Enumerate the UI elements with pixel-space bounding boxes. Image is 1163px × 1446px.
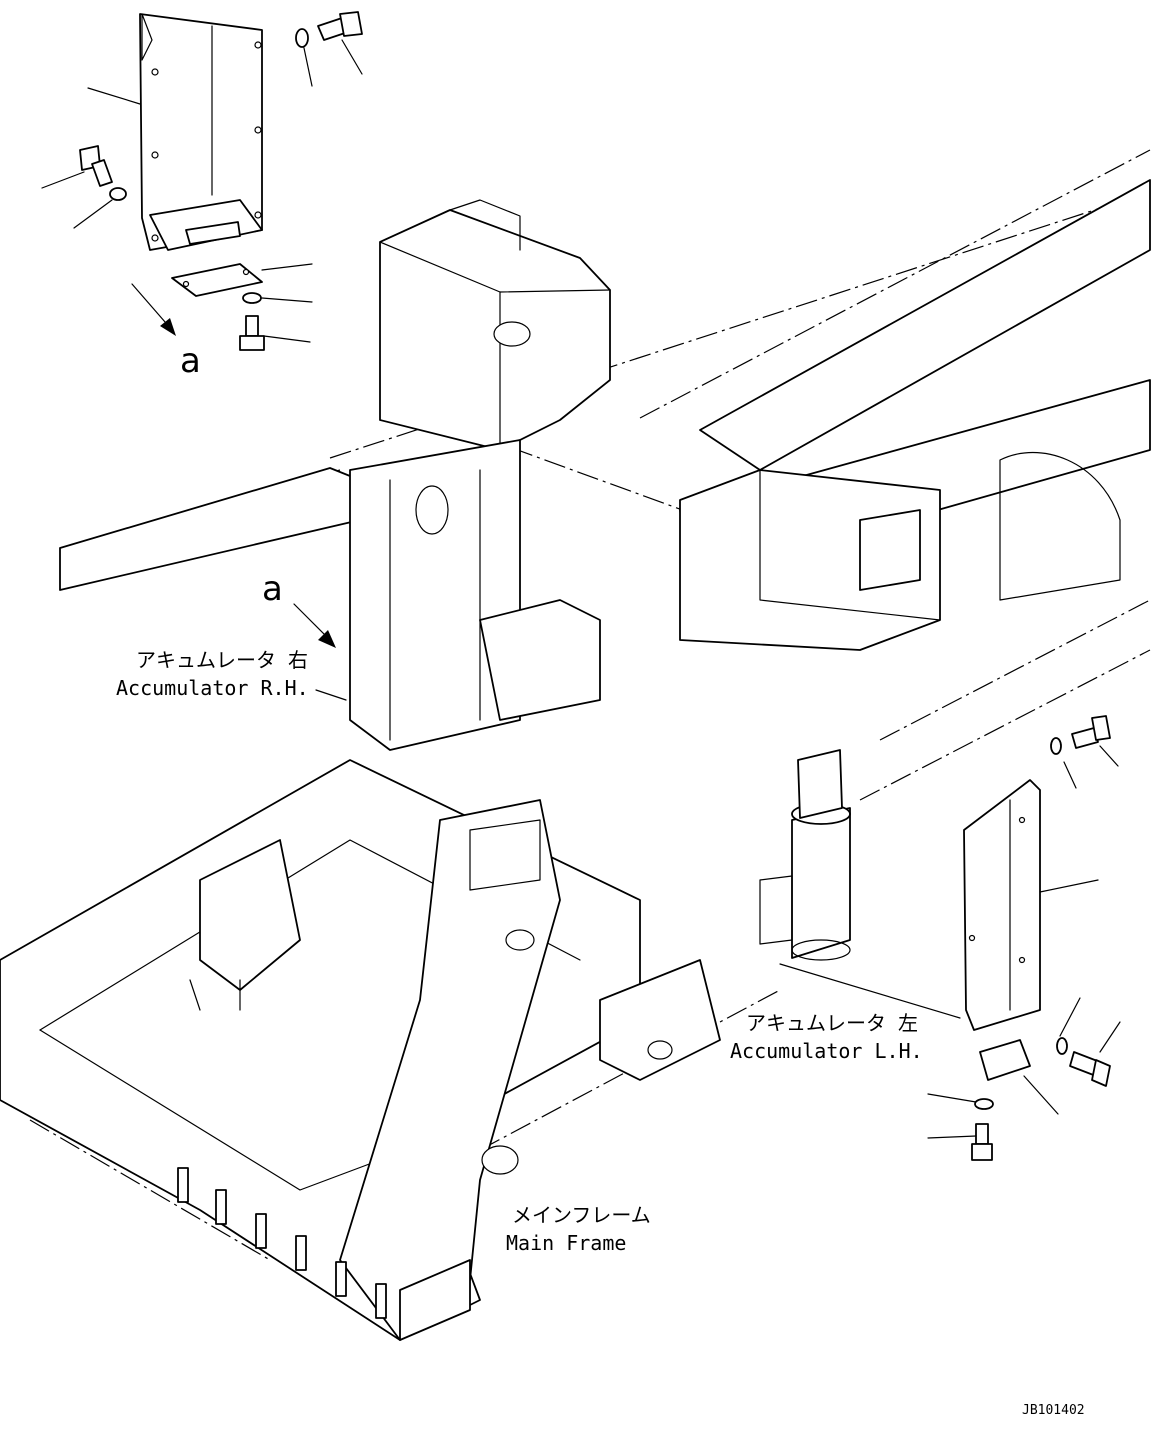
- main-frame: [0, 179, 1151, 1341]
- accumulator-rh-label-jp: アキュムレータ 右: [136, 648, 308, 672]
- accumulator-rh-leader: [315, 689, 347, 701]
- detail-ref-main: a: [262, 569, 283, 609]
- detail-ref-top: a: [180, 341, 201, 381]
- detail-a-arrow: [293, 603, 336, 648]
- accumulator-rh-label-en: Accumulator R.H.: [116, 676, 309, 700]
- accumulator-lh-cover-exploded: [927, 715, 1121, 1161]
- accumulator-lh-label-jp: アキュムレータ 左: [746, 1011, 918, 1035]
- accumulator-rh-cover-exploded: [41, 11, 363, 351]
- accumulator-lh-label-en: Accumulator L.H.: [730, 1039, 923, 1063]
- main-frame-label-en: Main Frame: [506, 1231, 626, 1255]
- drawing-number: JB101402: [1022, 1403, 1085, 1418]
- main-frame-label-jp: メインフレーム: [512, 1203, 651, 1227]
- accumulator-lh-installed: [759, 749, 961, 1019]
